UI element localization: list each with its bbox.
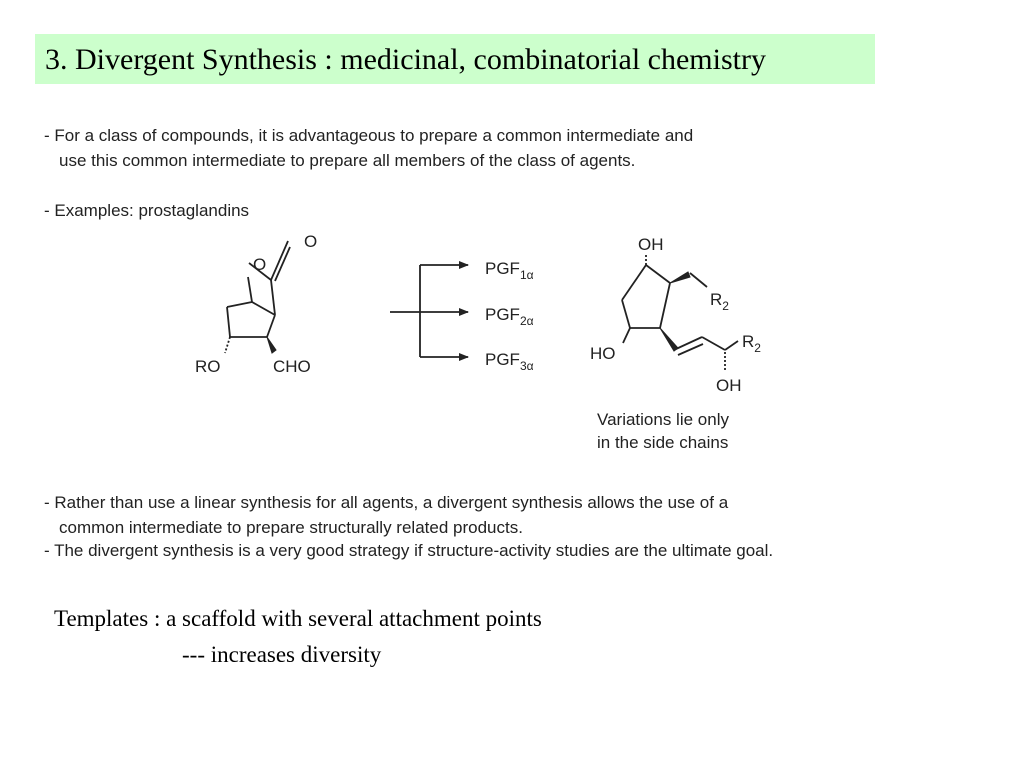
product-label: PGF3α (485, 350, 534, 373)
ro-label: RO (195, 357, 221, 376)
oh-top-label: OH (638, 235, 664, 254)
general-structure (621, 253, 739, 371)
bullet-common-intermediate: - For a class of compounds, it is advant… (44, 123, 693, 173)
product-label: PGF2α (485, 305, 534, 328)
product-label: PGF1α (485, 259, 534, 282)
prostaglandin-scheme: O O RO CHO PGF1α PGF2α PGF3α OH R2 HO R2… (195, 232, 761, 452)
diversity-line: --- increases diversity (182, 642, 382, 667)
bullet-line: - Rather than use a linear synthesis for… (44, 493, 729, 512)
bullet-divergent: - Rather than use a linear synthesis for… (44, 490, 728, 540)
bullet-line: use this common intermediate to prepare … (59, 151, 636, 170)
bullet-strategy: - The divergent synthesis is a very good… (44, 541, 774, 560)
carbonyl-oxygen-label: O (304, 232, 317, 251)
divergent-arrows (390, 261, 469, 361)
bullet-examples: - Examples: prostaglandins (44, 201, 250, 220)
note-line: in the side chains (597, 433, 728, 452)
slide-title: 3. Divergent Synthesis : medicinal, comb… (45, 43, 766, 76)
note-line: Variations lie only (597, 410, 729, 429)
bullet-line: common intermediate to prepare structura… (59, 518, 523, 537)
bullet-line: - For a class of compounds, it is advant… (44, 126, 694, 145)
title-background (35, 34, 875, 84)
cho-label: CHO (273, 357, 311, 376)
r2-side-label: R2 (742, 332, 761, 355)
oh-bottom-label: OH (716, 376, 742, 395)
ring-oxygen-label: O (253, 255, 266, 274)
r2-top-label: R2 (710, 290, 729, 313)
intermediate-structure (224, 240, 291, 354)
ho-label: HO (590, 344, 616, 363)
templates-line: Templates : a scaffold with several atta… (54, 606, 542, 631)
